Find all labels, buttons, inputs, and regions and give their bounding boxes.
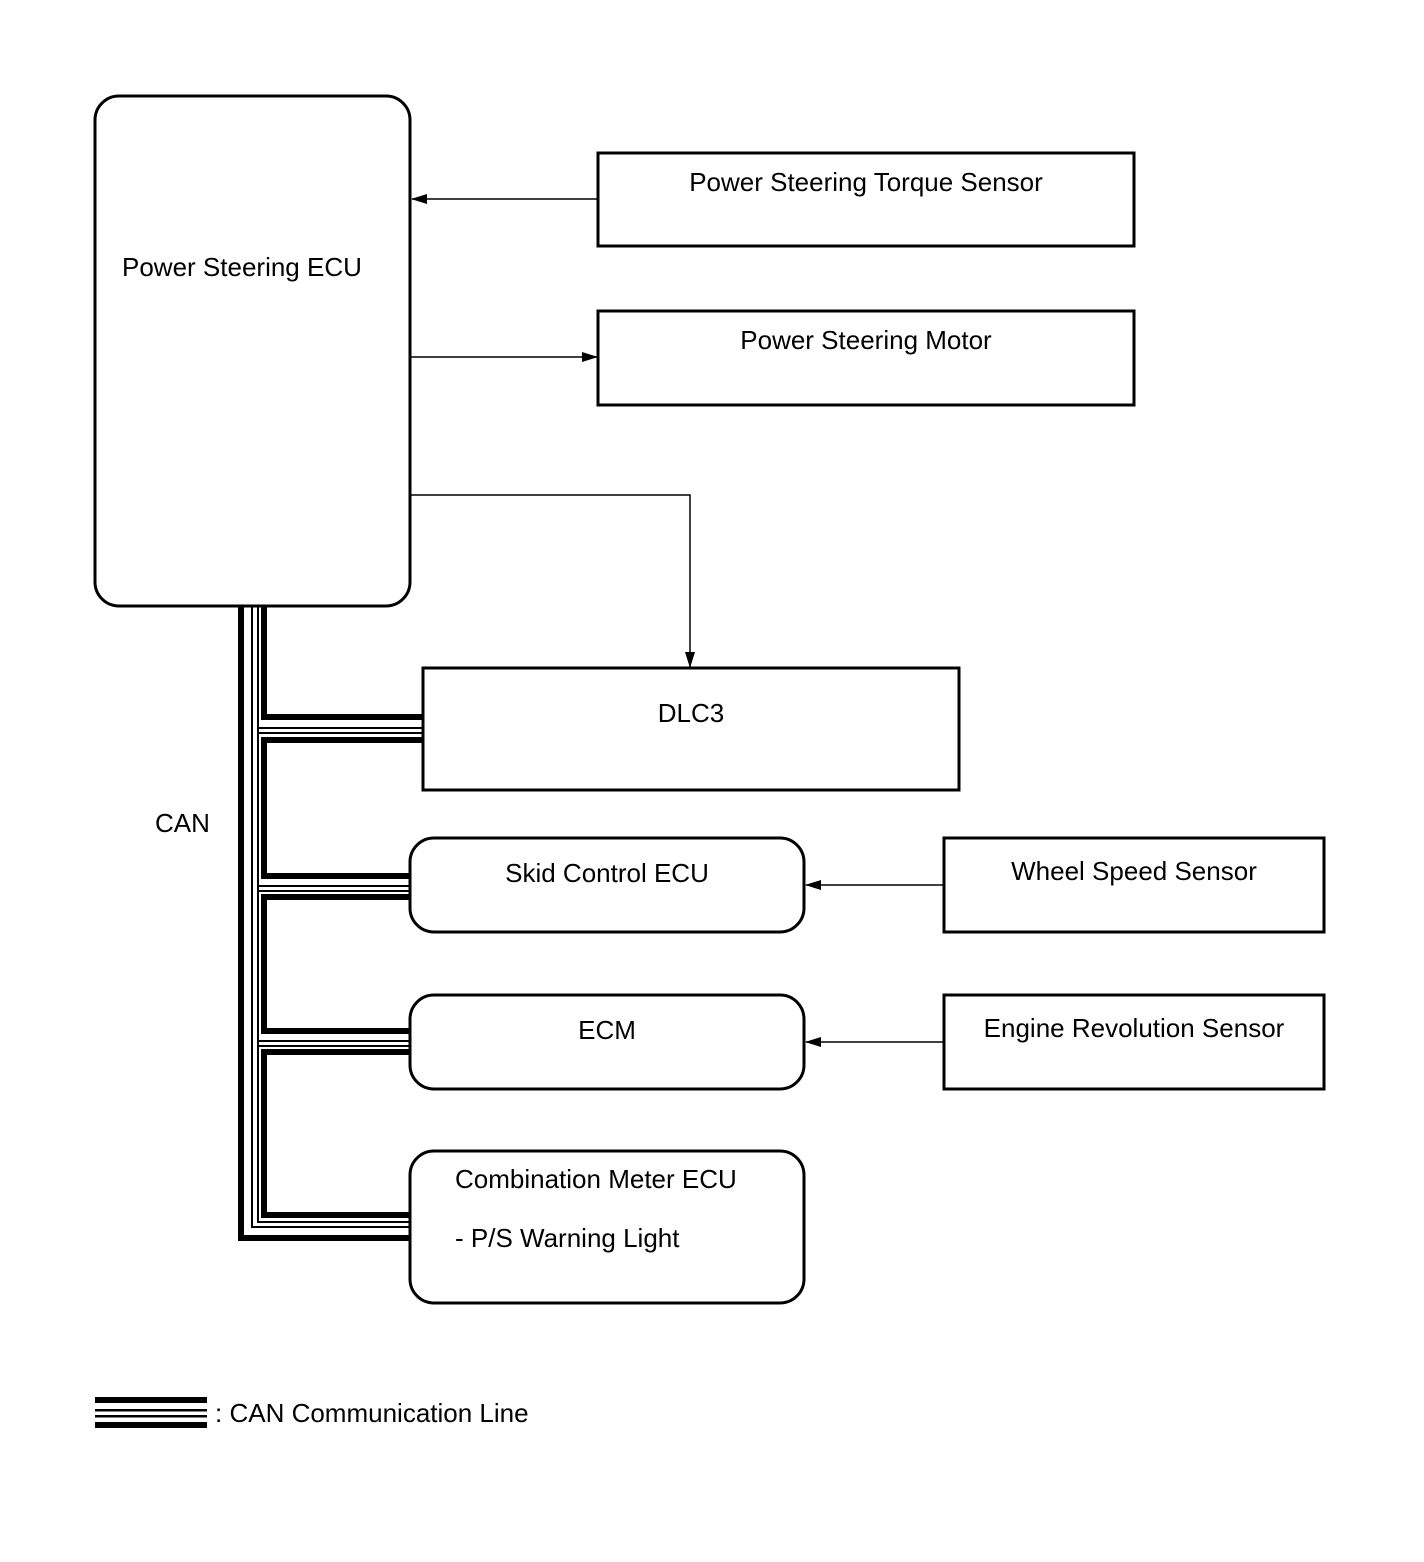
- label-ps-motor: Power Steering Motor: [740, 325, 992, 355]
- label-combo-ecu: Combination Meter ECU: [455, 1164, 737, 1194]
- label-engine-sensor: Engine Revolution Sensor: [983, 1013, 1285, 1043]
- box-ps-motor: [596, 309, 1136, 407]
- label-combo-ecu-sub: - P/S Warning Light: [455, 1223, 680, 1253]
- can-bus-lines: [238, 606, 423, 1241]
- label-dlc3: DLC3: [657, 698, 725, 728]
- box-wheel-sensor: [942, 836, 1326, 934]
- label-skid-ecu: Skid Control ECU: [505, 858, 709, 888]
- legend-label: : CAN Communication Line: [215, 1398, 529, 1428]
- arrow-ecu-to-dlc3: [410, 494, 695, 668]
- box-dlc3: [421, 666, 961, 792]
- legend-can-swatch: [95, 1397, 207, 1428]
- can-trunk-inner: [251, 606, 410, 1228]
- label-wheel-sensor: Wheel Speed Sensor: [1011, 856, 1257, 886]
- node-boxes: [93, 94, 1326, 1305]
- label-ecm: ECM: [578, 1015, 636, 1045]
- box-torque-sensor: [596, 151, 1136, 248]
- can-trunk-inner-2: [257, 606, 410, 1223]
- label-torque-sensor: Power Steering Torque Sensor: [689, 167, 1043, 197]
- box-ecm: [408, 993, 806, 1091]
- can-branch-dlc3: [261, 606, 423, 720]
- label-ps-ecu: Power Steering ECU: [122, 252, 362, 282]
- box-engine-sensor: [942, 993, 1326, 1091]
- box-combo-ecu: [408, 1149, 806, 1305]
- can-trunk-outer: [238, 606, 410, 1241]
- label-can-bus: CAN: [155, 808, 210, 838]
- box-skid-ecu: [408, 836, 806, 934]
- signal-lines: [410, 194, 944, 1047]
- box-ps-ecu: [93, 94, 412, 608]
